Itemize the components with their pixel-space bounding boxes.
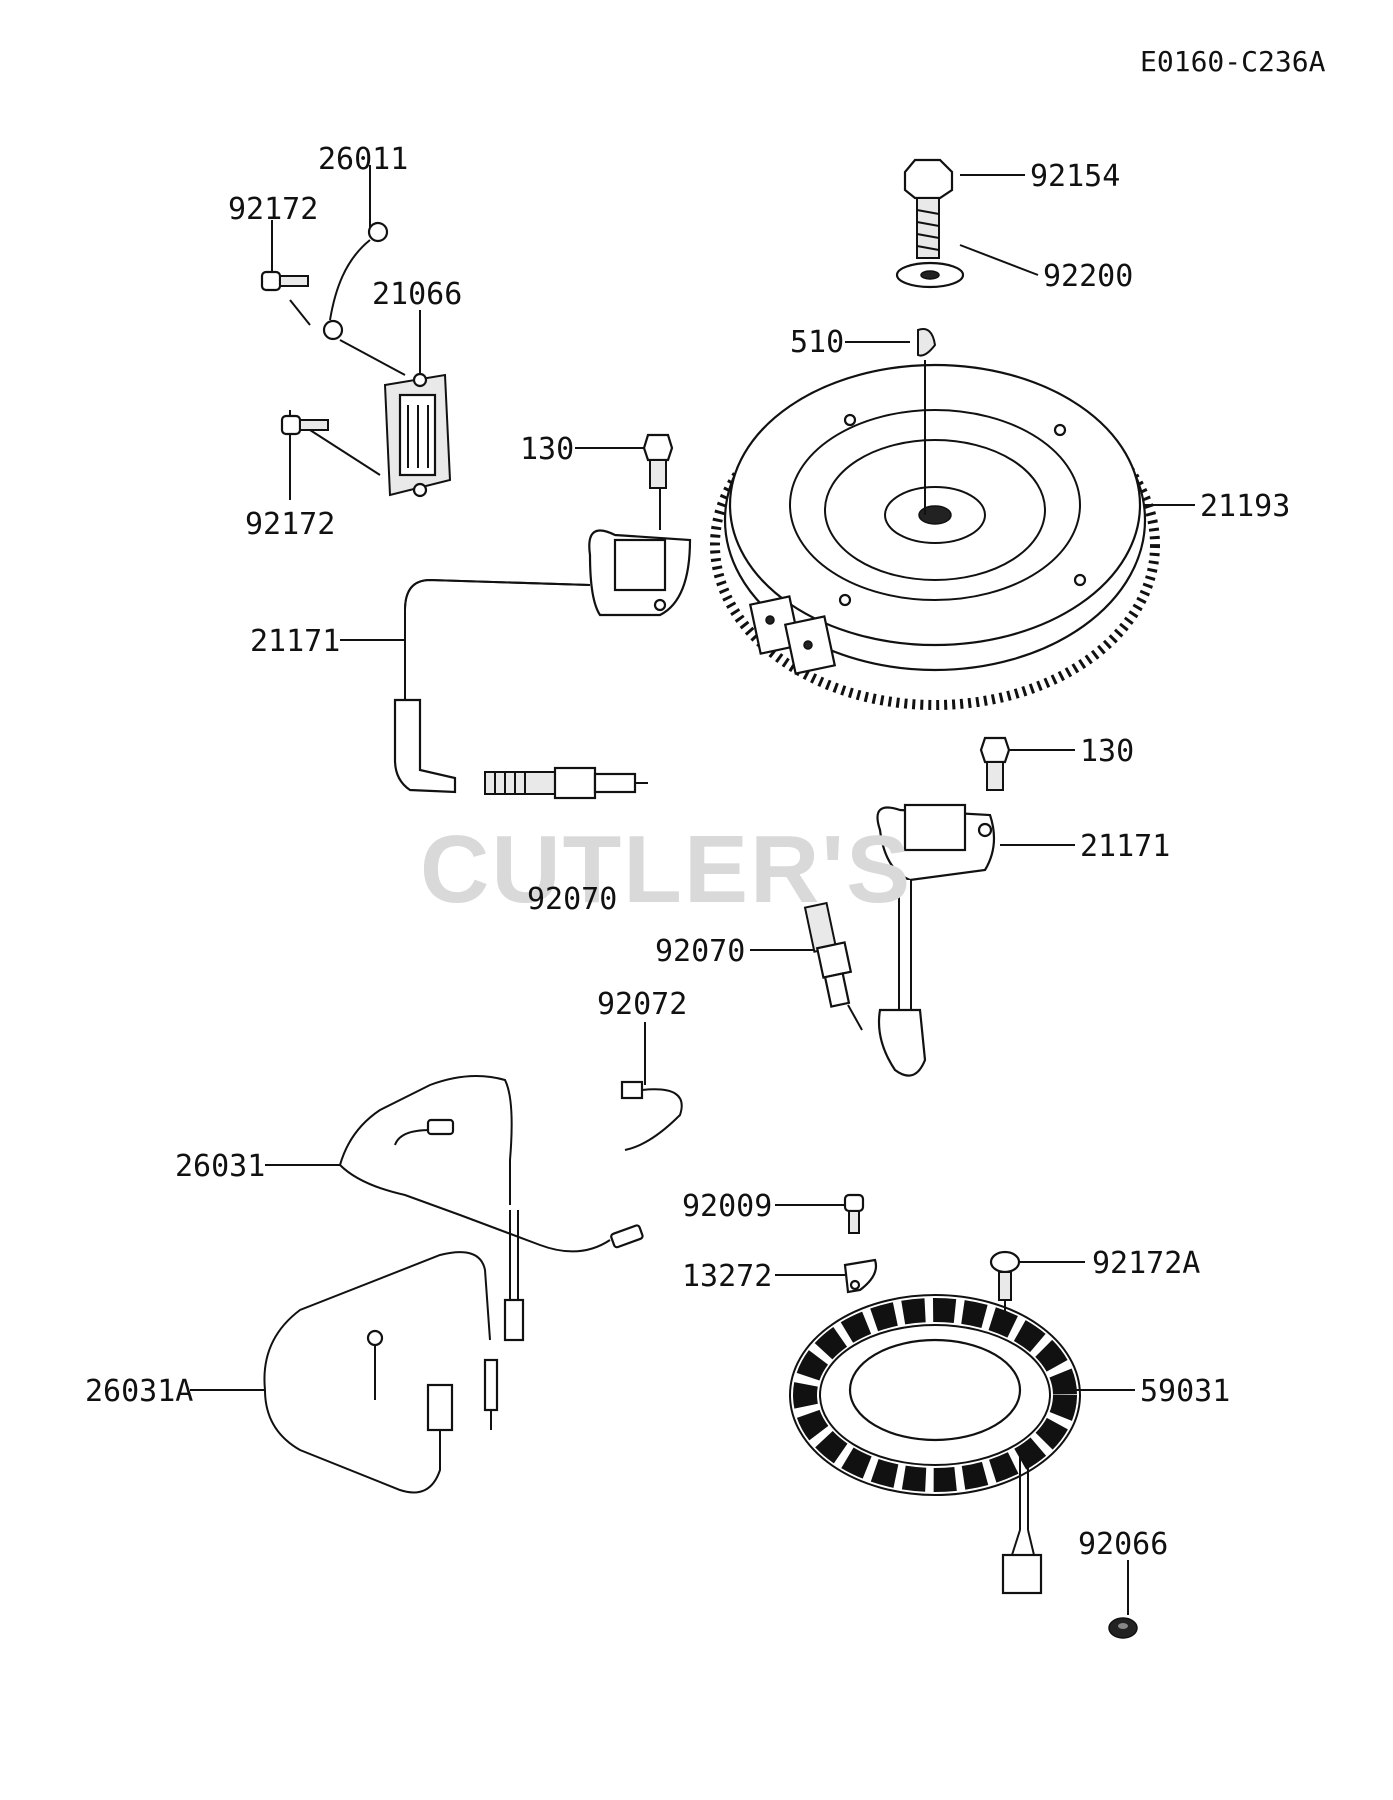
flywheel-21193 (710, 360, 1160, 710)
label-26031A[interactable]: 26031A (85, 1374, 194, 1409)
screw-92172-bottom (280, 414, 329, 436)
label-26031[interactable]: 26031 (175, 1149, 266, 1184)
stator-59031 (789, 1294, 1081, 1595)
label-13272[interactable]: 13272 (682, 1259, 773, 1294)
label-92172A[interactable]: 92172A (1092, 1246, 1201, 1281)
harness-26031A (263, 1251, 499, 1494)
label-26011[interactable]: 26011 (318, 142, 409, 177)
diagram-code: E0160-C236A (1140, 45, 1326, 78)
spark-plug-92070-left (484, 766, 648, 800)
bolt-130-top (642, 433, 674, 489)
label-92066[interactable]: 92066 (1078, 1527, 1169, 1562)
screw-92172-top (260, 270, 309, 292)
watermark: CUTLER'S (420, 816, 913, 923)
regulator-21066 (383, 372, 452, 498)
spark-plug-92070-right (803, 901, 863, 1031)
nut-92066 (1108, 1617, 1138, 1639)
label-21171-left[interactable]: 21171 (250, 624, 341, 659)
bolt-130-right (979, 736, 1011, 791)
cable-tie-92072 (620, 1080, 683, 1151)
label-92070-right[interactable]: 92070 (655, 934, 746, 969)
label-92172-top[interactable]: 92172 (228, 192, 319, 227)
label-21193[interactable]: 21193 (1200, 489, 1291, 524)
ignition-coil-21171-right (876, 803, 996, 1077)
key-510 (917, 328, 937, 357)
washer-92200 (895, 261, 965, 289)
label-92172-bottom[interactable]: 92172 (245, 507, 336, 542)
label-92154[interactable]: 92154 (1030, 159, 1121, 194)
ignition-coil-21171-left (393, 529, 692, 794)
label-92072[interactable]: 92072 (597, 987, 688, 1022)
ground-lead-26011 (322, 221, 389, 341)
label-92200[interactable]: 92200 (1043, 259, 1134, 294)
label-59031[interactable]: 59031 (1140, 1374, 1231, 1409)
label-130-top[interactable]: 130 (520, 432, 575, 467)
bolt-92172A (989, 1250, 1021, 1360)
label-21171-right[interactable]: 21171 (1080, 829, 1171, 864)
label-92070-left[interactable]: 92070 (527, 882, 618, 917)
harness-26031 (339, 1075, 644, 1342)
label-21066[interactable]: 21066 (372, 277, 463, 312)
screw-92009 (843, 1193, 865, 1234)
label-92009[interactable]: 92009 (682, 1189, 773, 1224)
bracket-13272 (843, 1258, 878, 1294)
bolt-92154 (903, 158, 954, 259)
label-130-right[interactable]: 130 (1080, 734, 1135, 769)
label-510[interactable]: 510 (790, 325, 845, 360)
